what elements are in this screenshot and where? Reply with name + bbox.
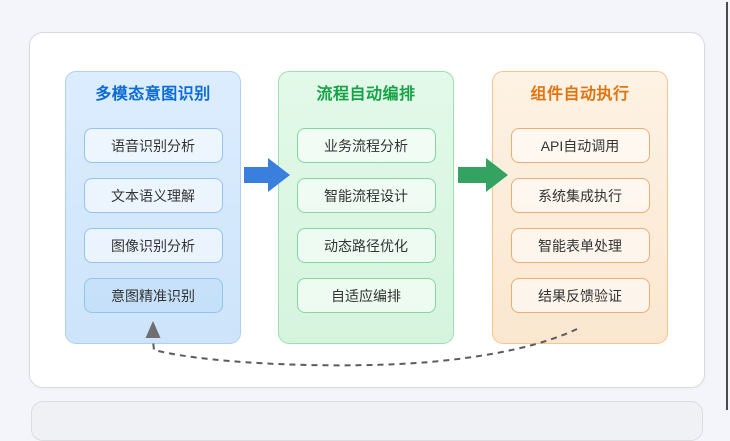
panel-item: 图像识别分析 xyxy=(83,228,223,263)
panel-item: API自动调用 xyxy=(510,128,650,163)
panel-item: 动态路径优化 xyxy=(296,228,436,263)
panel-item: 结果反馈验证 xyxy=(510,278,650,313)
panel-item: 系统集成执行 xyxy=(510,178,650,213)
next-section-card xyxy=(31,401,703,441)
panel-title: 流程自动编排 xyxy=(316,86,416,103)
panel-item: 自适应编排 xyxy=(296,278,436,313)
panel-item: 智能流程设计 xyxy=(296,178,436,213)
panel-component-execution: 组件自动执行 API自动调用 系统集成执行 智能表单处理 结果反馈验证 xyxy=(492,71,668,344)
panel-flow-orchestration: 流程自动编排 业务流程分析 智能流程设计 动态路径优化 自适应编排 xyxy=(278,71,454,344)
arrow-right-green-icon xyxy=(458,158,508,192)
page-background: 多模态意图识别 语音识别分析 文本语义理解 图像识别分析 意图精准识别 流程自动… xyxy=(29,2,728,441)
window-edge-line xyxy=(726,2,728,410)
panel-title: 多模态意图识别 xyxy=(95,86,211,103)
panel-item: 意图精准识别 xyxy=(83,278,223,313)
panel-item: 智能表单处理 xyxy=(510,228,650,263)
panel-title: 组件自动执行 xyxy=(530,86,630,103)
panel-intent-recognition: 多模态意图识别 语音识别分析 文本语义理解 图像识别分析 意图精准识别 xyxy=(65,71,241,344)
panel-item: 业务流程分析 xyxy=(296,128,436,163)
arrow-right-blue-icon xyxy=(244,158,290,192)
panel-item: 语音识别分析 xyxy=(83,128,223,163)
panel-item: 文本语义理解 xyxy=(83,178,223,213)
